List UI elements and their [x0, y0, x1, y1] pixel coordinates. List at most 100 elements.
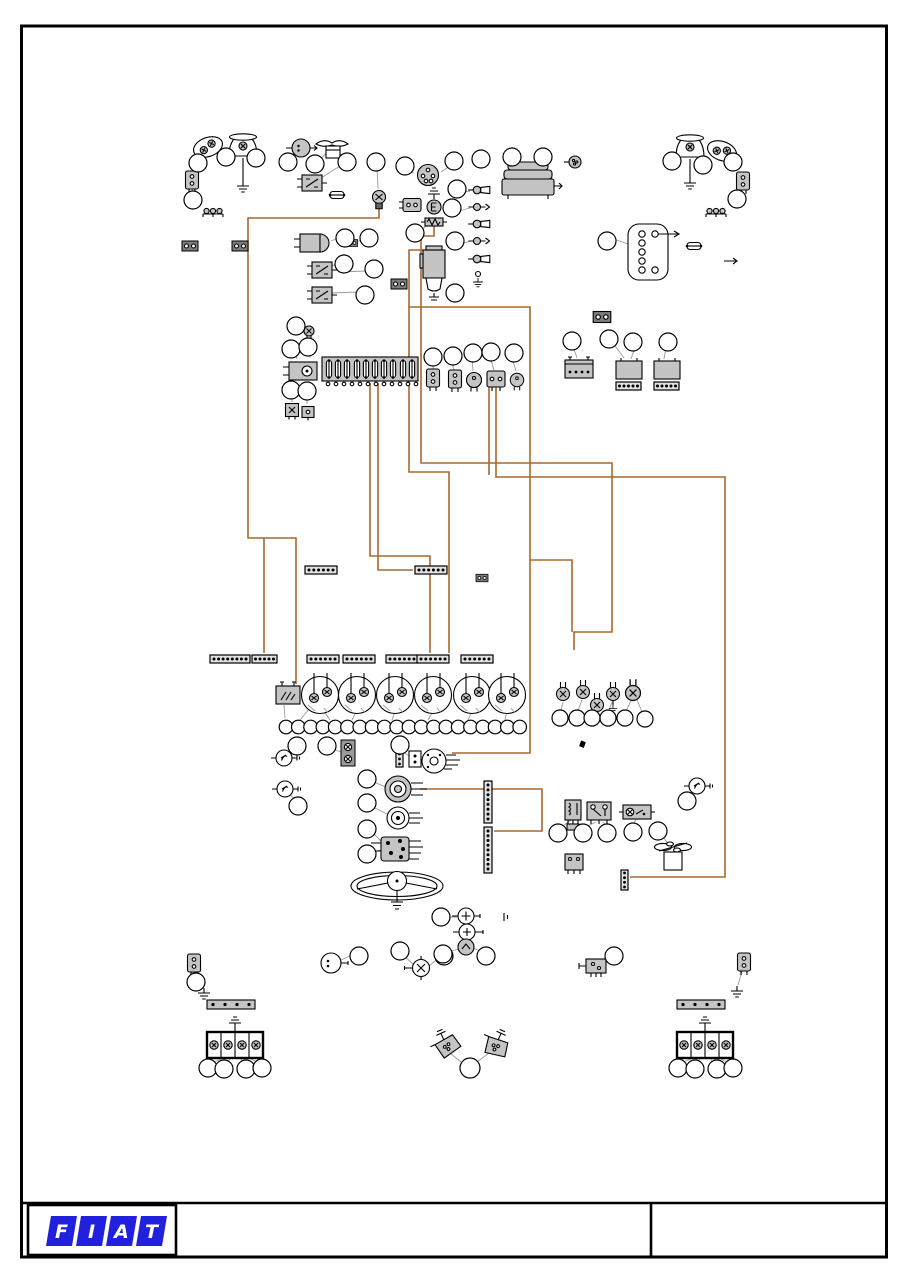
- logo-parallelogram: [76, 1216, 107, 1246]
- air-cleaner-icon: [501, 161, 563, 199]
- logo-parallelogram: [136, 1216, 167, 1246]
- switch-icon: [457, 938, 475, 956]
- inline-connector-icon: [447, 369, 463, 393]
- inline-connector-icon: [425, 368, 441, 392]
- ground-icon: [427, 187, 441, 200]
- front-lamp-cluster-left: [184, 132, 258, 218]
- connector-strip-icon: [209, 654, 251, 664]
- rear-lamp-cluster-icon: [675, 1016, 735, 1060]
- heater-fan-icon: [653, 841, 693, 871]
- connector-strip-icon: [342, 654, 376, 664]
- washer-pump-icon: [293, 233, 330, 253]
- connector-plate-icon: [408, 750, 422, 768]
- connector-strip-icon: [251, 654, 278, 664]
- voltage-regulator-icon: [275, 681, 301, 705]
- column-connector-icon: [483, 826, 493, 874]
- rear-lamp-group-right: [675, 999, 735, 1060]
- fuse-icon: [685, 241, 703, 251]
- wiper-motor-icon: [283, 361, 318, 381]
- connector-strip-icon: [653, 381, 680, 391]
- flasher-connector-icon: [592, 310, 612, 324]
- switch-icon: [467, 202, 491, 212]
- sender-icon: [465, 371, 483, 393]
- sender-icon: [563, 155, 582, 169]
- spark-plug-icon: [467, 185, 491, 195]
- inline-connector-icon: [475, 573, 489, 583]
- connector-strip-icon: [620, 869, 629, 891]
- rear-lamp-cluster-icon: [205, 1016, 265, 1060]
- connector-strip-icon: [206, 999, 256, 1010]
- warning-lamp-icon: [605, 681, 621, 702]
- steering-column-cluster: [270, 739, 493, 910]
- connector-strip-icon: [306, 654, 340, 664]
- steering-column-switch-icon: [371, 836, 423, 862]
- fuse-box-icon: [322, 357, 418, 386]
- inline-connector-icon: [736, 952, 752, 976]
- relay-icon: [306, 286, 338, 304]
- warning-lamp-icon: [589, 692, 605, 713]
- junction-block-icon: [653, 358, 681, 380]
- ignition-starter-group: [390, 163, 491, 301]
- horn-wiper-group: [285, 138, 387, 210]
- fuse-icon: [328, 190, 346, 200]
- battery-group: [564, 310, 681, 391]
- sender-icon: [509, 372, 525, 391]
- rear-lamp-group-left: [205, 999, 265, 1060]
- brake-light-switch-icon: [451, 907, 481, 925]
- washer-relay-group: [181, 233, 358, 304]
- connector-strip-icon: [615, 381, 642, 391]
- parking-bulb-icon: [371, 189, 387, 210]
- relay-box-icon: [586, 801, 612, 825]
- logo-parallelogram: [46, 1216, 77, 1246]
- ground-icon: [236, 180, 250, 193]
- logo-letter-t: T: [145, 1221, 160, 1243]
- spark-plug-icon: [467, 254, 491, 264]
- ground-icon: [472, 277, 484, 288]
- warning-lamp-icon: [555, 681, 571, 702]
- flasher-unit-icon: [271, 780, 302, 798]
- relay-box-icon: [564, 853, 584, 874]
- inline-connector-icon: [390, 278, 408, 290]
- license-plate-lamp-icon: [477, 1023, 515, 1062]
- switch-box-icon: [301, 405, 315, 421]
- distributor-icon: [416, 163, 440, 187]
- fuse-box-cluster: [283, 325, 525, 421]
- ignition-switch-icon: [421, 748, 460, 774]
- instrument-gauge-icon: [413, 672, 453, 715]
- logo-letter-i: I: [88, 1221, 95, 1243]
- connector-strip-icon: [460, 654, 494, 664]
- switch-box-icon: [284, 402, 300, 420]
- horn-button-icon: [320, 952, 349, 974]
- column-connector-icon: [483, 780, 493, 824]
- junction-block-icon: [615, 358, 643, 380]
- relay-fan-group: [564, 777, 714, 891]
- inline-connector-icon: [398, 197, 422, 213]
- marker-icon: [579, 740, 586, 748]
- logo-parallelogram: [106, 1216, 137, 1246]
- steering-wheel-icon: [350, 870, 444, 910]
- column-connector-icon: [340, 739, 356, 767]
- connector-strip-icon: [385, 654, 419, 664]
- instrument-gauge-icon: [337, 672, 377, 715]
- logo-letter-f: F: [55, 1221, 68, 1243]
- battery-icon: [564, 356, 594, 379]
- harness-wires: [247, 208, 726, 878]
- fiat-logo: F I A T: [46, 1216, 167, 1246]
- instrument-gauge-icon: [487, 672, 527, 715]
- wiper-switch-icon: [386, 806, 423, 830]
- switch-icon: [453, 923, 484, 941]
- arrow-icon: [723, 257, 738, 265]
- relay-icon: [296, 174, 328, 192]
- ballast-resistor-icon: [420, 217, 448, 227]
- license-plate-lamp-icon: [425, 1024, 464, 1062]
- instrument-gauge-icon: [452, 672, 492, 715]
- spark-plug-icon: [467, 219, 491, 229]
- callout-circles: [183, 147, 747, 1079]
- terminal-icon: [474, 270, 482, 278]
- warning-lamp-group: [555, 678, 642, 748]
- ignition-coil-icon: [426, 199, 442, 215]
- starter-motor-icon: [419, 245, 446, 301]
- ground-icon: [730, 985, 744, 998]
- connector-strip-icon: [416, 654, 450, 664]
